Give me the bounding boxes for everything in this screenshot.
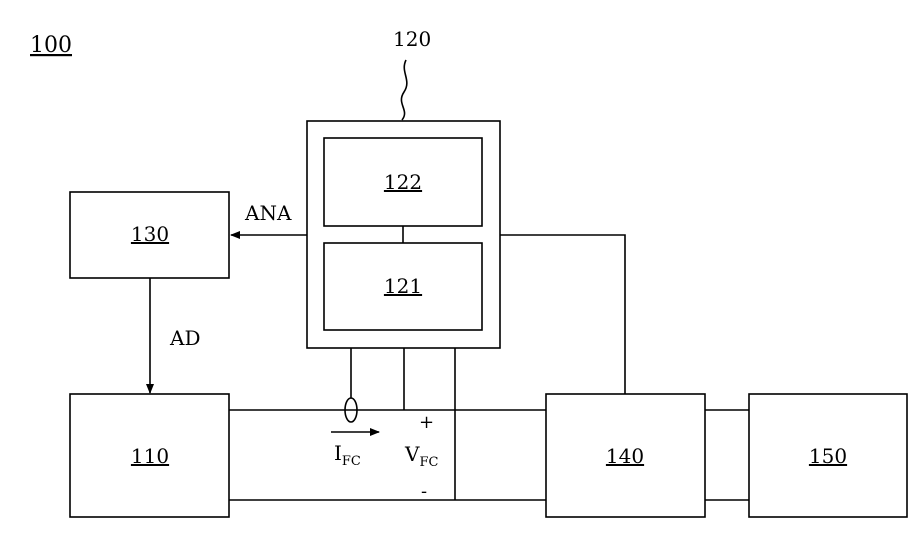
ana-label: ANA [244,201,292,225]
wire-120-to-140 [500,235,625,394]
voltage-plus-sign: + [419,412,434,433]
block-122-label: 122 [384,170,422,194]
block-121-label: 121 [384,274,422,298]
voltage-label-main: V [404,442,420,466]
voltage-minus-sign: - [421,481,427,502]
voltage-label: VFC [404,442,438,470]
block-130-label: 130 [131,222,169,246]
ad-label: AD [169,326,200,350]
current-label-subscript: FC [342,454,361,469]
voltage-label-subscript: FC [419,455,438,470]
current-label-main: I [334,441,342,465]
block-140-label: 140 [606,444,644,468]
block-110-label: 110 [131,444,169,468]
block-120-reference-label: 120 [393,27,431,51]
block-120-leader-line [401,60,406,120]
block-150-label: 150 [809,444,847,468]
current-label: IFC [334,441,361,469]
figure-reference-label: 100 [30,33,72,58]
